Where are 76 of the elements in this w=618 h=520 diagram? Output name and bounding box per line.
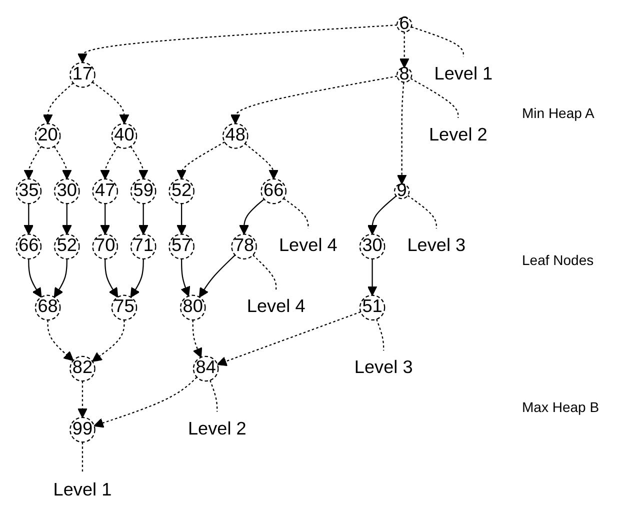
node-text: Level 1 — [53, 480, 112, 500]
node-circle: 68 — [34, 294, 61, 321]
connector — [411, 26, 464, 57]
arrow — [24, 204, 34, 235]
arrow — [47, 320, 74, 362]
node-circle: 35 — [16, 178, 42, 204]
node-text: Level 4 — [278, 236, 338, 256]
arrow — [92, 320, 125, 362]
connector — [82, 442, 84, 473]
arrow — [78, 24, 398, 64]
node-circle: 66 — [16, 234, 42, 260]
connector — [407, 195, 437, 228]
node-text: Level 1 — [434, 64, 493, 84]
node-circle: 20 — [34, 123, 61, 149]
arrow — [198, 254, 236, 298]
arrow — [42, 82, 74, 124]
arrow — [367, 258, 378, 296]
heap-label: Min Heap A — [522, 105, 596, 122]
node-circle: 66 — [260, 178, 286, 204]
node-circle: 47 — [92, 178, 118, 204]
arrow — [104, 258, 118, 298]
node-circle: 99 — [70, 416, 96, 443]
arrow — [180, 258, 190, 297]
arrow — [62, 204, 72, 235]
arrow — [244, 143, 279, 180]
node-circle: 52 — [168, 178, 194, 204]
arrow — [399, 32, 410, 68]
node-circle: 78 — [231, 234, 257, 260]
node-circle: 59 — [130, 178, 156, 204]
node-text: Level 3 — [354, 358, 413, 378]
arrow — [138, 204, 148, 235]
arrow — [230, 76, 398, 124]
node-circle: 6 — [396, 16, 412, 32]
arrow — [130, 258, 144, 298]
node-text: Level 3 — [407, 236, 466, 256]
arrow — [24, 146, 42, 180]
connector — [252, 254, 277, 290]
node-text: Level 2 — [428, 126, 488, 146]
heap-label: Max Heap B — [522, 398, 600, 415]
arrow — [216, 311, 361, 366]
node-circle: 52 — [54, 234, 80, 260]
node-circle: 84 — [192, 356, 219, 382]
node-circle: 57 — [168, 234, 194, 260]
arrow — [94, 376, 198, 428]
node-text: Level 2 — [188, 420, 246, 439]
node-circle: 70 — [92, 234, 118, 260]
arrow — [92, 82, 130, 124]
arrow — [130, 146, 148, 180]
heap-label: Leaf Nodes — [522, 252, 595, 268]
node-circle: 40 — [111, 123, 138, 149]
node-circle: 80 — [180, 294, 206, 321]
node-circle: 75 — [111, 294, 138, 321]
connector — [376, 319, 384, 351]
node-circle: 30 — [359, 234, 386, 260]
arrow — [192, 320, 202, 358]
connector — [410, 78, 459, 118]
arrow — [176, 204, 187, 235]
node-circle: 30 — [54, 178, 80, 204]
arrow — [28, 258, 42, 298]
node-text: Level 4 — [246, 297, 306, 317]
arrow — [176, 142, 225, 180]
arrow — [239, 198, 264, 235]
node-circle: 82 — [70, 356, 96, 382]
node-circle: 48 — [222, 123, 248, 149]
arrow — [100, 204, 110, 235]
arrow — [100, 146, 118, 180]
arrow — [367, 196, 397, 235]
node-circle: 17 — [70, 62, 96, 88]
connector — [210, 380, 218, 412]
arrow — [78, 381, 88, 418]
connector — [283, 198, 309, 228]
node-circle: 71 — [130, 234, 156, 260]
arrow — [396, 82, 407, 184]
arrow — [54, 258, 68, 298]
node-circle: 51 — [359, 294, 386, 321]
arrow — [54, 146, 72, 180]
